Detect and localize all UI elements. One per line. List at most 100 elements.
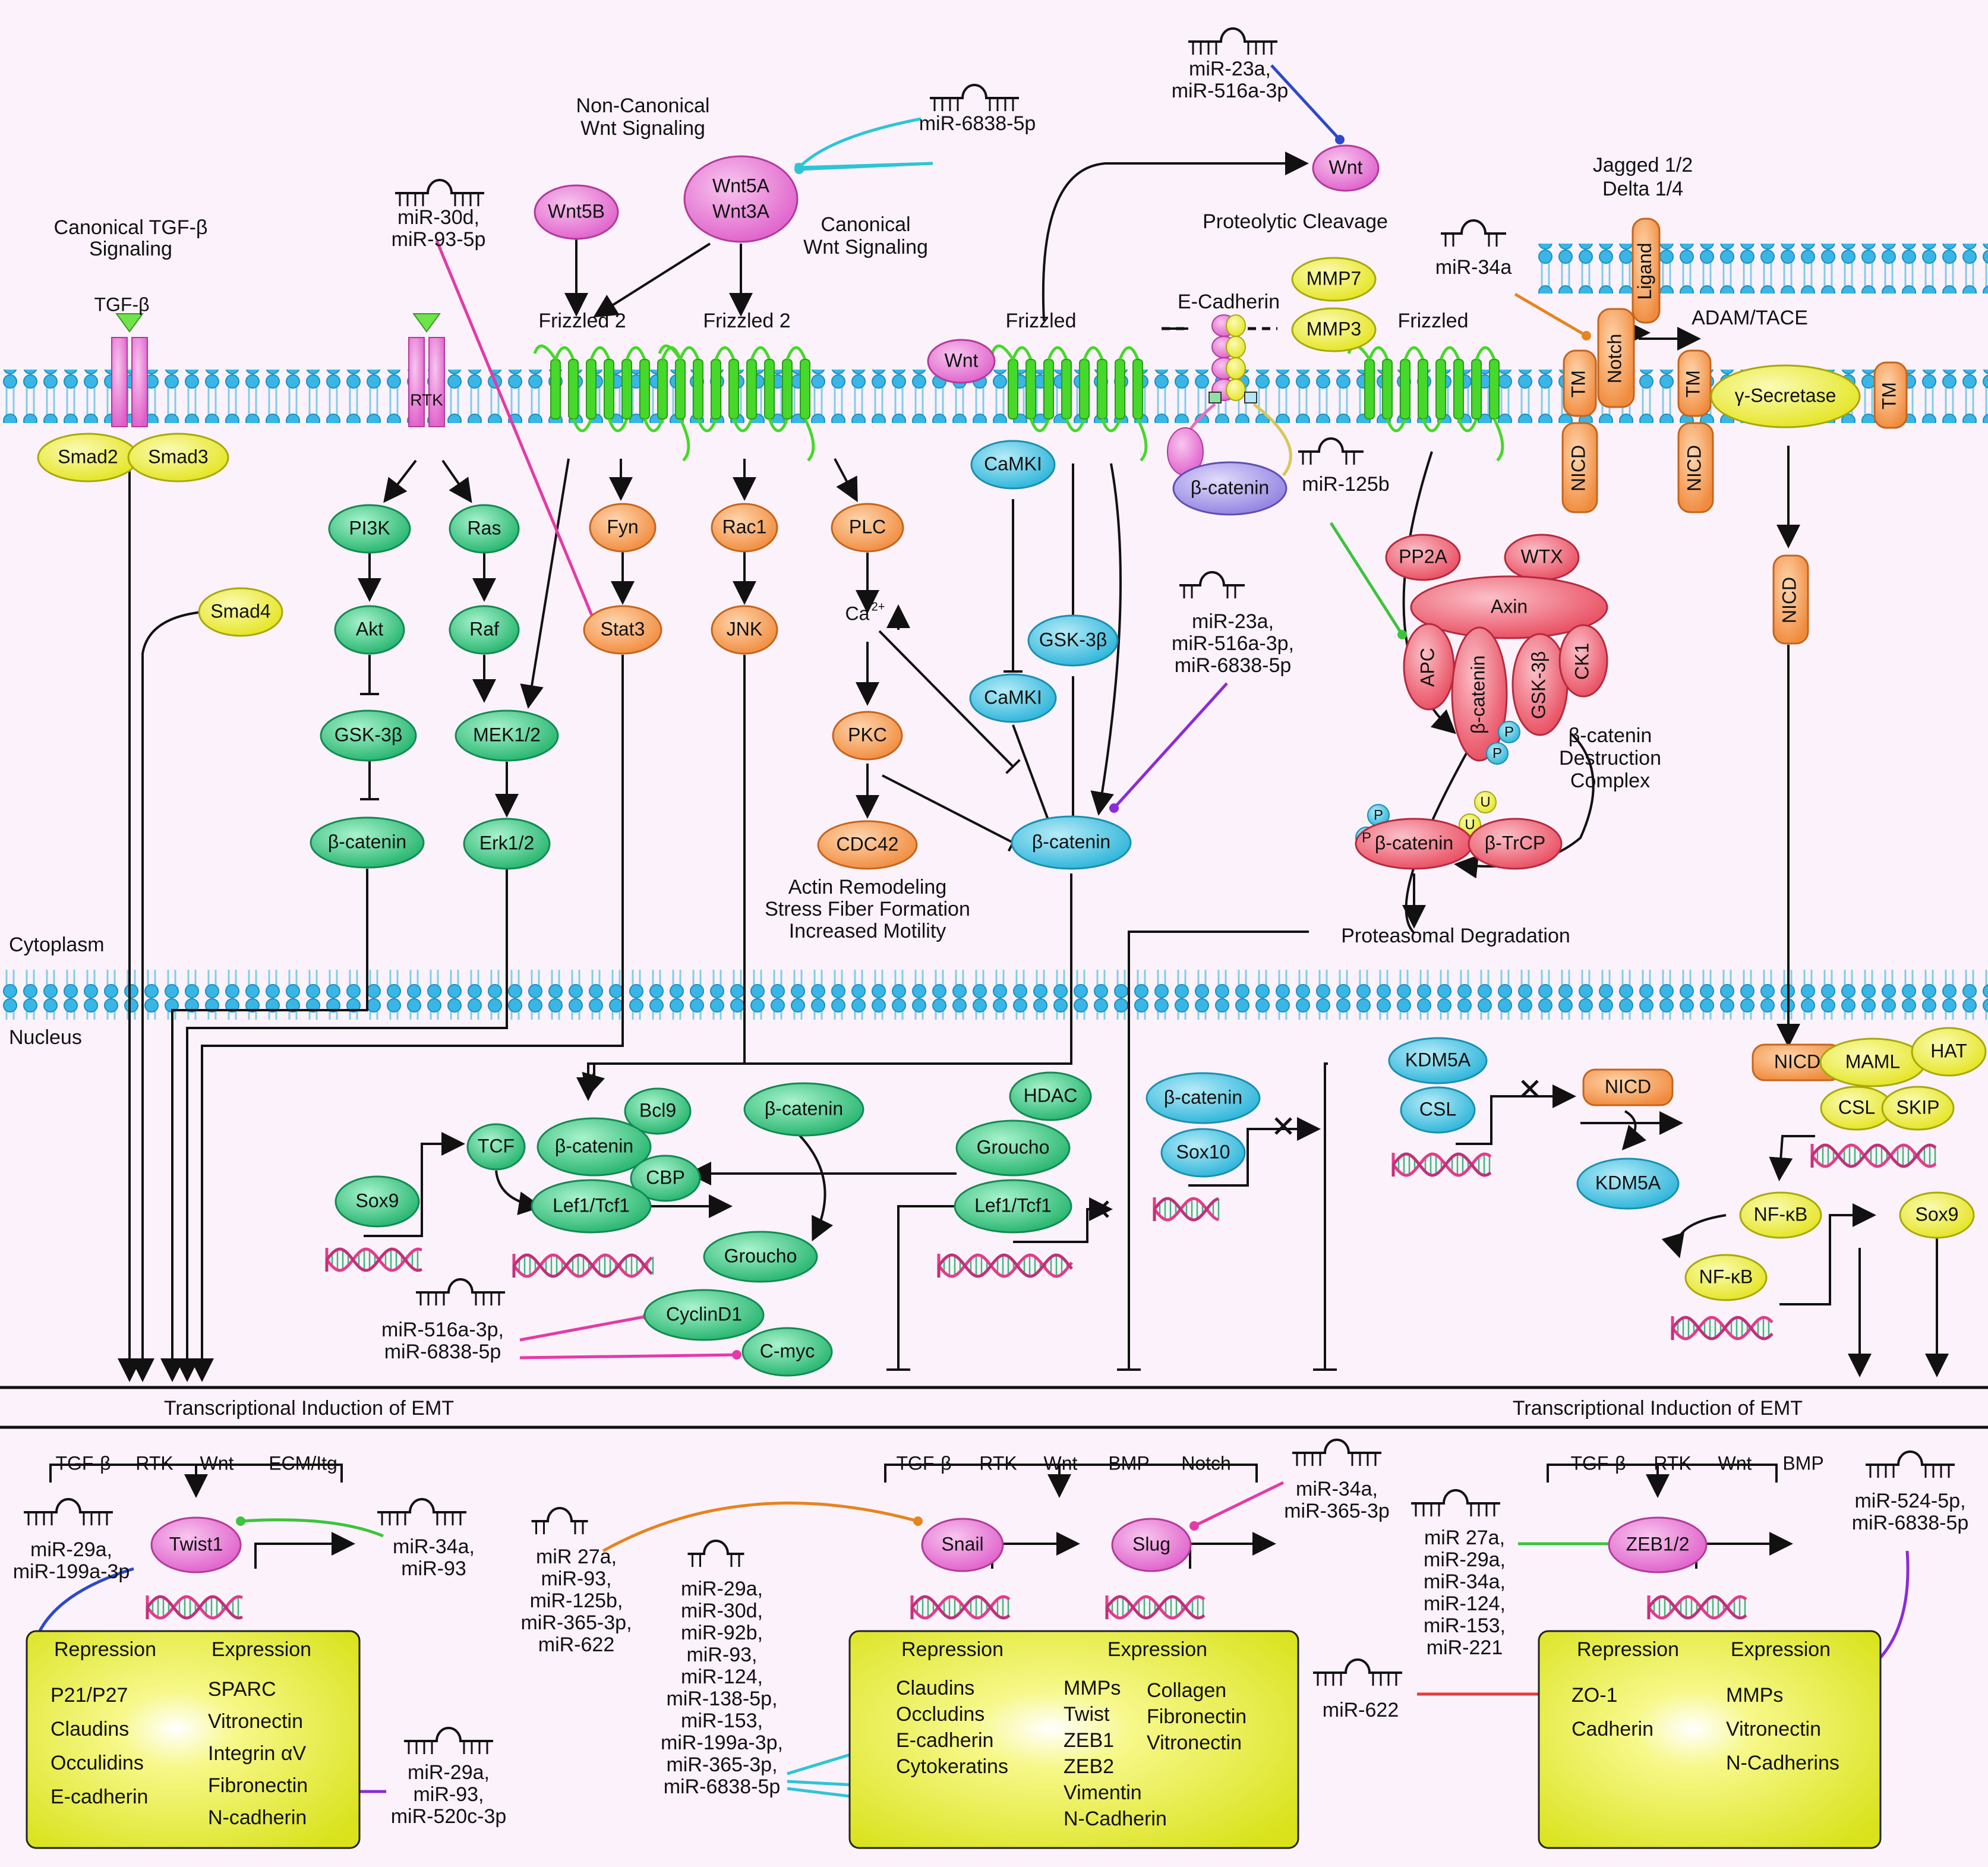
dna-helix-icon bbox=[146, 1595, 243, 1620]
cdc42-node bbox=[817, 820, 918, 870]
ecadherin-domain bbox=[1226, 314, 1246, 337]
snail-node-label: Snail bbox=[941, 1533, 983, 1554]
kdm5a-node bbox=[1576, 1158, 1680, 1210]
mirna-label: miR-6838-5p bbox=[919, 112, 1036, 135]
ck1-node-label: CK1 bbox=[1571, 643, 1592, 680]
hdac-node-label: HDAC bbox=[1024, 1084, 1078, 1106]
mirna-link-dot bbox=[1189, 1521, 1199, 1531]
tm-node-label: TM bbox=[1567, 370, 1589, 398]
panel-item: N-Cadherin bbox=[1064, 1808, 1167, 1830]
smad3-node-label: Smad3 bbox=[148, 446, 208, 467]
mirna-label: miR-93 bbox=[401, 1557, 466, 1580]
mirna-label: miR-516a-3p, bbox=[1172, 632, 1294, 655]
stat3-node-label: Stat3 bbox=[601, 618, 645, 639]
mirna-label: miR-516a-3p bbox=[1172, 80, 1289, 102]
mirna-link bbox=[1270, 64, 1341, 141]
arrow bbox=[582, 1071, 605, 1098]
frizzled-receptor-icon bbox=[533, 344, 690, 462]
panel-item: Fibronectin bbox=[1147, 1705, 1247, 1728]
sox9-node-label: Sox9 bbox=[1916, 1203, 1959, 1225]
receptor-icon bbox=[111, 313, 148, 427]
slug-node-label: Slug bbox=[1132, 1533, 1170, 1554]
mmp3-node bbox=[1291, 307, 1377, 352]
mirna-link bbox=[798, 117, 922, 169]
csl-node bbox=[1400, 1086, 1476, 1134]
notch-node-label: Notch bbox=[1604, 334, 1625, 384]
dna-helix-icon bbox=[910, 1595, 1011, 1620]
tm-node-label: TM bbox=[1878, 382, 1899, 409]
mirna-hairpin-icon bbox=[395, 179, 484, 206]
arrow bbox=[131, 611, 203, 1382]
mmp7-node bbox=[1291, 257, 1377, 302]
mirna-hairpin-icon bbox=[687, 1540, 744, 1567]
input-bracket bbox=[1547, 1464, 1778, 1483]
mirna-link bbox=[519, 1353, 737, 1360]
arrow bbox=[160, 869, 368, 1382]
beta-catenin-node bbox=[1451, 626, 1508, 762]
nicd-node bbox=[1677, 422, 1714, 513]
mirna-label: miR-125b, bbox=[530, 1590, 623, 1612]
mirna-link bbox=[519, 1314, 648, 1342]
input-label: Wnt bbox=[1718, 1452, 1752, 1474]
mirna-link-dot bbox=[1109, 803, 1119, 813]
ecadherin-domain bbox=[1226, 357, 1246, 380]
frizzled-receptor-icon bbox=[990, 344, 1148, 462]
mirna-hairpin-icon bbox=[531, 1507, 588, 1534]
ecadherin-domain bbox=[1226, 336, 1246, 358]
wnt5a-label: Wnt5A bbox=[712, 175, 770, 196]
panel-item: ZO-1 bbox=[1572, 1684, 1617, 1707]
cmyc-node bbox=[741, 1327, 833, 1377]
panel-header: Repression bbox=[54, 1638, 156, 1661]
snail-node bbox=[921, 1518, 1004, 1572]
panel-item: E-cadherin bbox=[51, 1786, 148, 1808]
emt-target-panel bbox=[1538, 1630, 1882, 1849]
mirna-link-dot bbox=[794, 163, 804, 172]
input-label: Wnt bbox=[1044, 1452, 1078, 1474]
dna-helix-icon bbox=[1671, 1316, 1774, 1341]
nicd-node-label: NICD bbox=[1774, 1051, 1820, 1072]
arrow bbox=[1661, 1214, 1727, 1259]
neighbor-cell-membrane bbox=[1533, 244, 1988, 294]
wnt3a-label: Wnt3A bbox=[712, 200, 770, 222]
nicd-node-label: NICD bbox=[1605, 1076, 1651, 1097]
gsk3b-node-label: GSK-3β bbox=[1039, 629, 1107, 650]
jnk-node bbox=[711, 605, 778, 655]
tm-node bbox=[1677, 349, 1712, 417]
region-label: Nucleus bbox=[9, 1026, 82, 1049]
nfkb-node bbox=[1684, 1254, 1768, 1301]
arrow bbox=[991, 1532, 1080, 1569]
mirna-hairpin-icon bbox=[1866, 1450, 1955, 1478]
mirna-label: miR-365-3p, bbox=[666, 1754, 777, 1776]
cyclind1-node-label: CyclinD1 bbox=[666, 1303, 742, 1324]
hat-node-label: HAT bbox=[1930, 1040, 1967, 1061]
mirna-label: miR-6838-5p bbox=[664, 1775, 781, 1798]
section-header: Jagged 1/2 bbox=[1593, 154, 1693, 176]
input-label: BMP bbox=[1108, 1452, 1149, 1474]
wnt5b-node bbox=[534, 184, 619, 240]
mirna-link bbox=[1514, 292, 1588, 338]
fyn-node-label: Fyn bbox=[607, 516, 638, 537]
mirna-label: miR-6838-5p bbox=[384, 1341, 501, 1363]
mirna-label: miR-520c-3p bbox=[391, 1805, 507, 1828]
dna-helix-icon bbox=[325, 1247, 422, 1272]
receptor-label: RTK bbox=[410, 390, 443, 409]
pp2a-node bbox=[1385, 534, 1461, 581]
twist1-node bbox=[150, 1516, 242, 1573]
phosphate-label: P bbox=[1504, 724, 1514, 740]
region-label: Cytoplasm bbox=[9, 934, 105, 956]
section-header: Delta 1/4 bbox=[1602, 178, 1683, 200]
input-label: TGF-β bbox=[55, 1452, 111, 1474]
beta-catenin-node-label: β-catenin bbox=[1032, 831, 1110, 852]
mirna-label: miR-6838-5p bbox=[1175, 654, 1292, 677]
mirna-hairpin-icon bbox=[1188, 27, 1277, 55]
smad4-node-label: Smad4 bbox=[210, 600, 270, 622]
panel-item: E-cadherin bbox=[896, 1729, 993, 1752]
mirna-hairpin-icon bbox=[1313, 1658, 1402, 1686]
beta-catenin-node-label: β-catenin bbox=[765, 1098, 843, 1119]
ecadherin-domain bbox=[1208, 392, 1222, 403]
connector-lines bbox=[28, 64, 1949, 1827]
groucho-node bbox=[703, 1231, 818, 1283]
dna-helix-icon bbox=[1391, 1152, 1492, 1177]
groucho-node-label: Groucho bbox=[977, 1136, 1050, 1158]
